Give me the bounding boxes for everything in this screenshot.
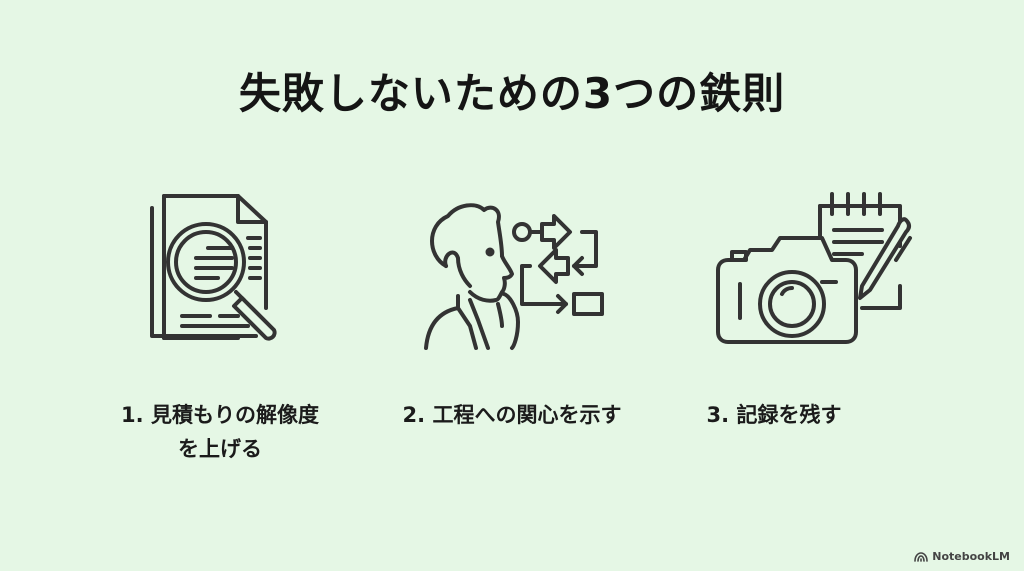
- notebooklm-logo-icon: [914, 551, 929, 562]
- item-1-label-line1: 1. 見積もりの解像度: [121, 403, 319, 427]
- item-3-label: 3. 記録を残す: [664, 398, 884, 432]
- item-1-label: 1. 見積もりの解像度 を上げる: [70, 398, 370, 466]
- item-3-label-line1: 3. 記録を残す: [706, 403, 842, 427]
- brand-label: NotebookLM: [932, 550, 1010, 563]
- person-thinking-flowchart-icon: [418, 196, 618, 356]
- slide-title: 失敗しないための3つの鉄則: [238, 69, 786, 118]
- item-2-label-line1: 2. 工程への関心を示す: [402, 403, 622, 427]
- item-1-label-line2: を上げる: [178, 437, 262, 461]
- document-magnifier-icon: [138, 188, 288, 348]
- item-2-label: 2. 工程への関心を示す: [362, 398, 662, 432]
- notebooklm-watermark: NotebookLM: [914, 550, 1010, 563]
- camera-notepad-pen-icon: [710, 186, 920, 346]
